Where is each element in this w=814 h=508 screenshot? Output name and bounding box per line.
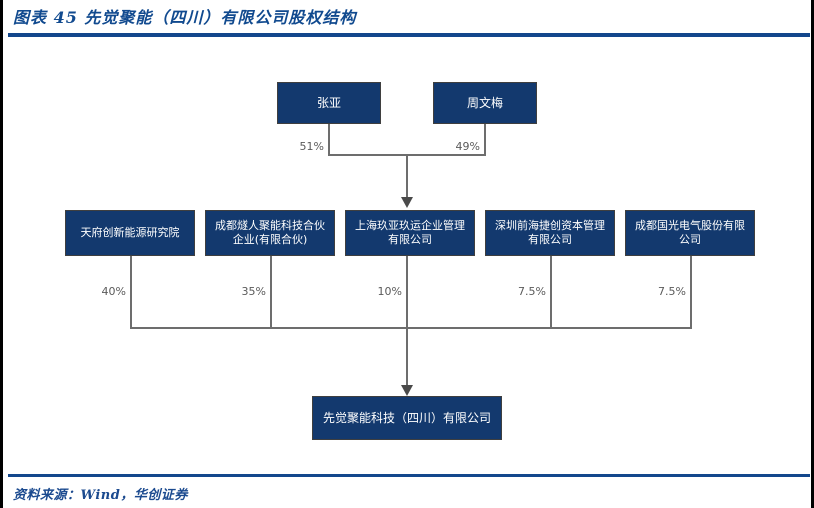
percent-label-40: 40% [101, 285, 126, 298]
percent-label-35: 35% [241, 285, 266, 298]
edge-chengdu-suiren-drop [270, 256, 272, 328]
node-label: 张亚 [316, 95, 341, 110]
node-label: 成都国光电气股份有限公司 [635, 218, 745, 247]
source-text: 资料来源：Wind，华创证券 [13, 487, 188, 503]
figure-title-bar: 图表 45 先觉聚能（四川）有限公司股权结构 [3, 0, 811, 32]
node-label: 成都燧人聚能科技合伙企业(有限合伙) [215, 218, 325, 247]
edge-tianfu-drop [130, 256, 132, 328]
edge-level2-arrowhead [401, 385, 413, 396]
title-divider [8, 33, 810, 37]
edge-zhouwenmei-drop [484, 124, 486, 155]
node-label: 天府创新能源研究院 [80, 225, 180, 239]
percent-label-49: 49% [455, 140, 480, 153]
edge-level2-bus [130, 327, 692, 329]
edge-level2-stem [406, 327, 408, 387]
org-chart-canvas: 张亚 周文梅 51% 49% 天府创新能源研究院 成都燧人聚能科技合伙企业(有限… [3, 40, 811, 470]
footer-divider [8, 474, 810, 477]
edge-chengdu-guoguang-drop [690, 256, 692, 328]
node-label: 周文梅 [466, 95, 503, 110]
node-shanghai-jiuyajiuyun[interactable]: 上海玖亚玖运企业管理有限公司 [345, 210, 475, 256]
node-zhangya[interactable]: 张亚 [277, 82, 381, 124]
page-title: 图表 45 先觉聚能（四川）有限公司股权结构 [13, 8, 357, 27]
node-xianjue-target-company[interactable]: 先觉聚能科技（四川）有限公司 [312, 396, 502, 440]
node-shenzhen-qianhaijiechuang[interactable]: 深圳前海捷创资本管理有限公司 [485, 210, 615, 256]
edge-shanghai-jiuyajiuyun-drop [406, 256, 408, 328]
edge-level1-stem [406, 154, 408, 199]
node-label: 深圳前海捷创资本管理有限公司 [495, 218, 605, 247]
node-label: 上海玖亚玖运企业管理有限公司 [355, 218, 465, 247]
percent-label-10: 10% [377, 285, 402, 298]
node-chengdu-guoguang[interactable]: 成都国光电气股份有限公司 [625, 210, 755, 256]
edge-shenzhen-qianhaijiechuang-drop [550, 256, 552, 328]
node-label: 先觉聚能科技（四川）有限公司 [322, 410, 491, 425]
source-footer: 资料来源：Wind，华创证券 [13, 481, 513, 505]
percent-label-75-b: 7.5% [658, 285, 686, 298]
percent-label-75-a: 7.5% [518, 285, 546, 298]
edge-zhangya-drop [328, 124, 330, 155]
node-chengdu-suiren[interactable]: 成都燧人聚能科技合伙企业(有限合伙) [205, 210, 335, 256]
edge-level1-arrowhead [401, 197, 413, 208]
node-zhouwenmei[interactable]: 周文梅 [433, 82, 537, 124]
node-tianfu[interactable]: 天府创新能源研究院 [65, 210, 195, 256]
percent-label-51: 51% [299, 140, 324, 153]
